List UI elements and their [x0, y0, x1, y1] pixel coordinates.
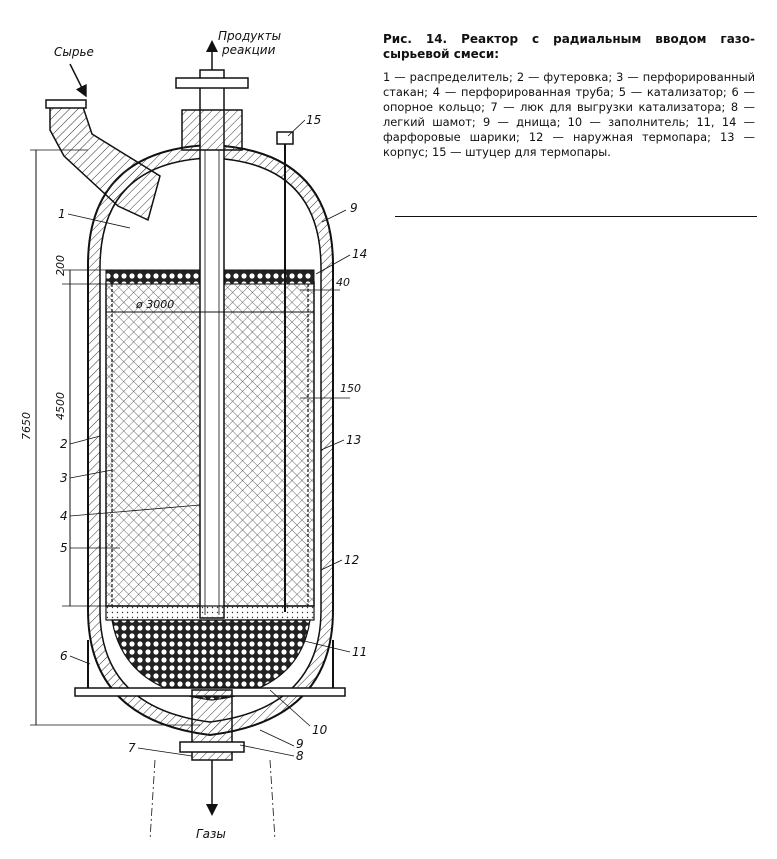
support-grid — [105, 605, 315, 621]
callout-1: 1 — [58, 207, 66, 221]
callout-8: 8 — [296, 749, 304, 763]
callout-11: 11 — [352, 645, 367, 659]
top-flange — [175, 77, 249, 89]
caption-legend: 1 — распределитель; 2 — футеровка; 3 — п… — [383, 70, 755, 159]
callout-14: 14 — [352, 247, 367, 261]
callout-13: 13 — [346, 433, 361, 447]
callout-15: 15 — [306, 113, 321, 127]
reactor-diagram: Сырье Продукты реакции Газы 7650 4500 20… — [20, 29, 367, 841]
callout-10: 10 — [312, 723, 328, 737]
callout-leaders — [67, 119, 351, 757]
dim-diameter-label: ø 3000 — [135, 298, 174, 311]
dim-total-label: 7650 — [20, 412, 33, 440]
dim-150-label: 150 — [340, 382, 361, 395]
central-pipe — [199, 69, 225, 619]
centerline-right — [269, 759, 276, 841]
caption-title: Рис. 14. Реактор с радиальным вводом газ… — [383, 32, 755, 61]
callout-6: 6 — [60, 649, 68, 663]
callout-9-bottom: 9 — [296, 737, 304, 751]
products-label-line1: Продукты — [218, 29, 281, 43]
feed-label: Сырье — [54, 45, 94, 59]
feed-distributor — [45, 99, 161, 222]
callout-9-top: 9 — [350, 201, 358, 215]
centerline-left — [149, 759, 156, 841]
caption-divider — [395, 216, 757, 217]
callout-2: 2 — [60, 437, 68, 451]
dim-40-label: 40 — [336, 276, 350, 289]
callout-3: 3 — [60, 471, 68, 485]
dim-bed-label: 4500 — [54, 392, 67, 420]
callout-4: 4 — [60, 509, 68, 523]
callout-5: 5 — [60, 541, 68, 555]
callout-12: 12 — [344, 553, 359, 567]
products-label-line2: реакции — [221, 43, 276, 57]
dim-top-layer-label: 200 — [54, 255, 67, 276]
figure-caption: Рис. 14. Реактор с радиальным вводом газ… — [383, 32, 755, 160]
top-nozzle — [181, 109, 243, 151]
gases-label: Газы — [196, 827, 226, 841]
callout-7: 7 — [128, 741, 136, 755]
feed-arrow — [69, 63, 87, 98]
bottom-flange — [179, 741, 245, 753]
